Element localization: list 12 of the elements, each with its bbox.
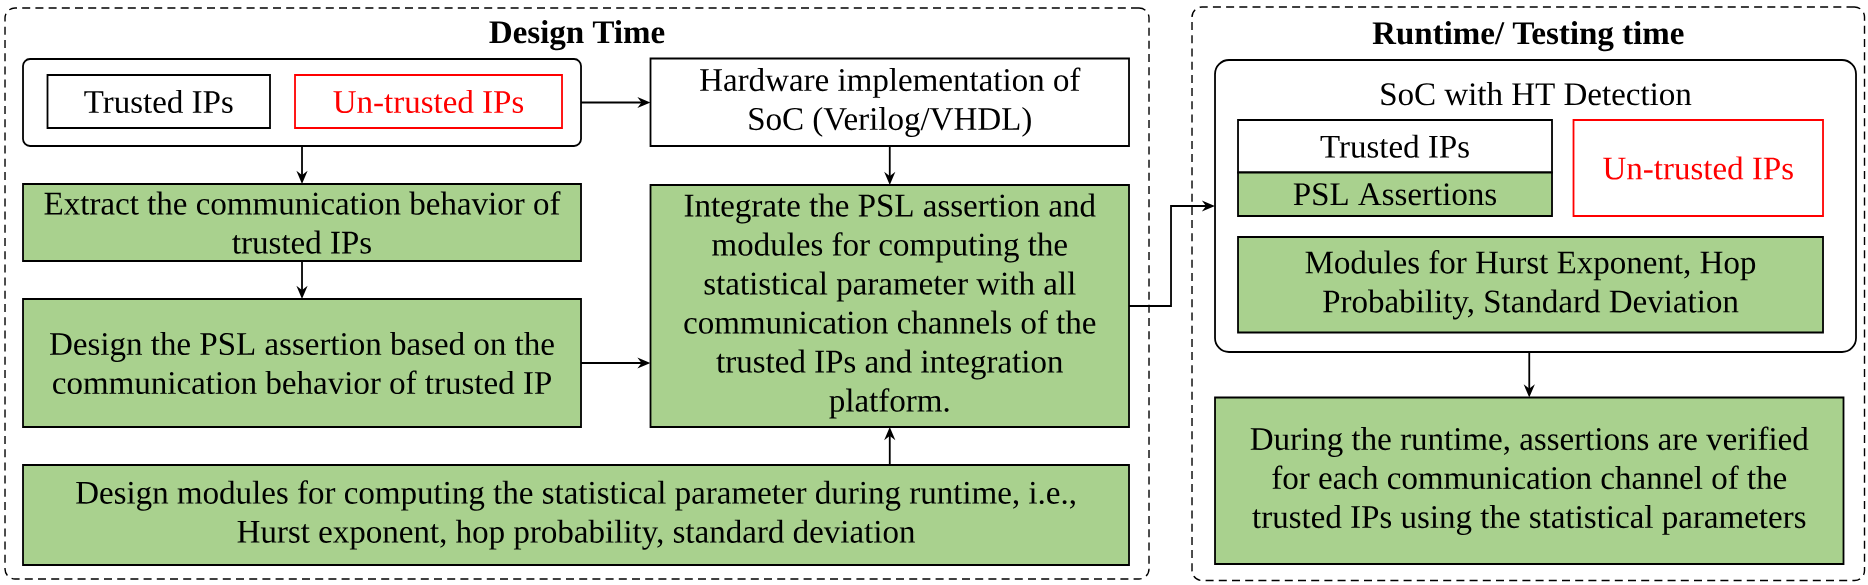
ip-box: Trusted IPs	[46, 74, 271, 129]
process-box: Integrate the PSL assertion and modules for computing the statistical parameter with all communication channels of the trusted IPs and integration platform.	[649, 184, 1130, 428]
process-box: Extract the communication behavior of trusted IPs	[22, 183, 582, 262]
process-box: Design the PSL assertion based on the communication behavior of trusted IP	[22, 298, 582, 428]
process-box: During the runtime, assertions are verified for each communication channel of the trusted IPs using the statistical parameters	[1214, 396, 1845, 565]
ip-box: Un-trusted IPs	[1572, 119, 1824, 217]
module-box: Modules for Hurst Exponent, Hop Probability, Standard Deviation	[1237, 236, 1824, 334]
process-box: Design modules for computing the statistical parameter during runtime, i.e., Hurst exponent, hop probability, standard deviation	[22, 464, 1130, 566]
ip-box: Un-trusted IPs	[294, 74, 563, 129]
assertion-box: PSL Assertions	[1237, 171, 1553, 217]
ip-box: Trusted IPs	[1237, 119, 1553, 174]
process-box: Hardware implementation of SoC (Verilog/VHDL)	[649, 57, 1130, 147]
